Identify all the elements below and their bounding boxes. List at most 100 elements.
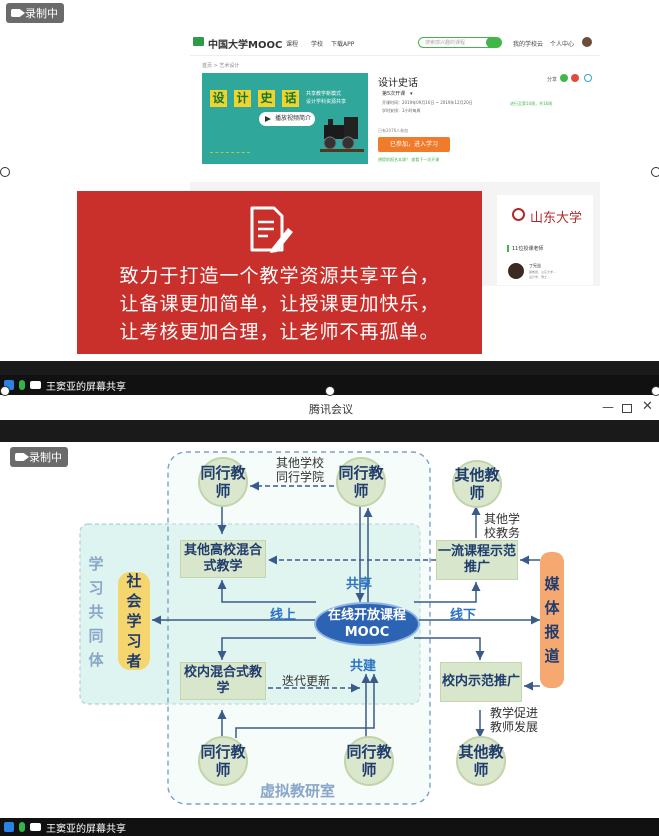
campus-demo-box[interactable]: 校内示范推广 xyxy=(440,662,522,702)
session-select[interactable]: 第5次开课 xyxy=(382,91,406,97)
enter-learning-button[interactable]: 已参加，进入学习 xyxy=(378,137,450,152)
learning-community-region xyxy=(79,523,421,705)
link-personal-center[interactable]: 个人中心 xyxy=(550,41,575,48)
mooc-logo-icon xyxy=(193,37,204,46)
build-label: 共建 xyxy=(350,659,377,674)
other-schools-peers-label: 其他学校 同行学院 xyxy=(275,456,324,484)
minimize-icon[interactable]: — xyxy=(602,400,614,414)
other-teacher-node-bottom[interactable]: 其他教师 xyxy=(456,736,506,786)
peer-teacher-node-bottom-right[interactable]: 同行教师 xyxy=(344,736,394,786)
hero-handwriting xyxy=(210,128,250,153)
peer-teacher-node-top-right[interactable]: 同行教师 xyxy=(336,457,386,507)
play-intro-label: 播放视频简介 xyxy=(275,115,312,122)
hero-tile-3: 史 xyxy=(258,90,275,107)
microphone-icon[interactable] xyxy=(19,380,25,390)
share-weibo-icon[interactable] xyxy=(571,74,579,82)
other-teacher-node-top[interactable]: 其他教师 xyxy=(452,460,502,508)
other-schools-blended-box[interactable]: 其他高校混合式教学 xyxy=(180,540,266,578)
recording-badge-bottom: 录制中 xyxy=(10,447,68,467)
enrolled-count: 已有2076人参加 xyxy=(378,128,409,133)
camera-icon xyxy=(11,9,25,17)
slogan-line-2: 让备课更加简单，让授课更加快乐， xyxy=(119,293,440,315)
camera-icon xyxy=(15,453,29,461)
enter-learning-label: 已参加，进入学习 xyxy=(389,141,438,148)
learning-community-label: 学习共同体 xyxy=(88,555,104,669)
mooc-center-line-1: 在线开放课程 xyxy=(327,608,406,623)
university-seal-icon[interactable] xyxy=(512,208,525,221)
iterative-update-label: 迭代更新 xyxy=(282,674,331,688)
other-schools-affairs-label: 其他学 校教务 xyxy=(483,512,520,540)
teacher-desc-1: 副教授，山东大学... xyxy=(529,270,556,274)
person-icon[interactable] xyxy=(4,380,14,390)
search-button[interactable] xyxy=(486,37,502,48)
top-share-status-label: 王窦亚的屏幕共享 xyxy=(46,381,126,393)
slogan-panel: 致力于打造一个教学资源共享平台， 让备课更加简单，让授课更加快乐， 让考核更加合… xyxy=(77,191,482,354)
bottom-share-status-bar: 王窦亚的屏幕共享 xyxy=(0,818,659,836)
share-wechat-icon[interactable] xyxy=(560,74,568,82)
media-report-box[interactable]: 媒体报道 xyxy=(540,552,564,688)
teaching-promotion-label: 教学促进 教师发展 xyxy=(489,706,538,734)
window-title-bar[interactable]: 腾讯会议 — ✕ xyxy=(0,396,659,420)
close-icon[interactable]: ✕ xyxy=(642,399,653,414)
top-share-status-bar: 王窦亚的屏幕共享 xyxy=(0,375,659,395)
maximize-icon[interactable] xyxy=(622,404,632,413)
hero-tile-4: 话 xyxy=(282,90,299,107)
share-label: 共享 xyxy=(346,577,373,592)
resize-handle-right[interactable] xyxy=(651,167,659,177)
recording-badge-label: 录制中 xyxy=(25,7,58,20)
slogan-line-1: 致力于打造一个教学资源共享平台， xyxy=(119,265,440,287)
teacher-name[interactable]: 丁宪益 xyxy=(529,263,541,268)
train-illustration xyxy=(320,117,364,152)
course-title: 设计史话 xyxy=(378,78,418,89)
play-intro-button[interactable]: 播放视频简介 xyxy=(259,112,315,126)
virtual-office-label: 虚拟教研室 xyxy=(260,782,336,800)
nav-schools[interactable]: 学校 xyxy=(311,41,324,48)
society-learners-box[interactable]: 社会学习者 xyxy=(118,572,150,670)
university-name[interactable]: 山东大学 xyxy=(530,211,583,226)
resize-handle-bottom-right[interactable] xyxy=(651,386,659,396)
avatar[interactable] xyxy=(582,37,592,47)
online-label: 线上 xyxy=(270,608,297,623)
progress-note: 进行至第10周，共16周 xyxy=(510,101,553,106)
nav-download-app[interactable]: 下载APP xyxy=(331,41,355,48)
info-line-1: 开课时间：2019年09月16日 ~ 2019年12月20日 xyxy=(382,100,473,105)
mooc-center-line-2: MOOC xyxy=(344,625,390,640)
university-card: 山东大学 11位授课老师 丁宪益 副教授，山东大学... 设计学，博士... xyxy=(497,195,593,285)
resize-handle-bottom-left[interactable] xyxy=(0,386,10,396)
next-session-link[interactable]: 想提前报名本课？ 查看下一次开课 xyxy=(378,157,440,162)
share-label: 分享 xyxy=(547,77,558,83)
course-hero-image[interactable]: 设 计 史 话 共享教学新模式 设计学科资源共享 播放视频简介 xyxy=(202,73,368,164)
breadcrumb[interactable]: 首页 > 艺术设计 xyxy=(202,63,240,69)
peer-teacher-node-top-left[interactable]: 同行教师 xyxy=(198,457,248,507)
resize-handle-bottom-center[interactable] xyxy=(325,386,335,396)
hero-tile-2: 计 xyxy=(234,90,251,107)
mooc-header: 中国大学MOOC 课程 学校 下载APP 搜索感兴趣的课程 我的学校云 个人中心 xyxy=(190,34,600,52)
screen-share-icon[interactable] xyxy=(30,823,41,831)
link-my-school-cloud[interactable]: 我的学校云 xyxy=(513,41,544,48)
mooc-logo[interactable]: 中国大学MOOC xyxy=(208,40,283,51)
teacher-desc-2: 设计学，博士... xyxy=(529,275,550,279)
screen-share-icon[interactable] xyxy=(30,381,41,389)
microphone-icon[interactable] xyxy=(19,822,25,832)
first-class-course-box[interactable]: 一流课程示范推广 xyxy=(436,540,518,580)
divider-bar xyxy=(507,245,509,252)
mooc-center-node[interactable]: 在线开放课程 MOOC xyxy=(314,602,420,646)
slogan-line-3: 让考核更加合理，让老师不再孤单。 xyxy=(119,321,440,343)
teacher-avatar[interactable] xyxy=(508,263,524,279)
document-pen-icon xyxy=(250,206,293,253)
nav-courses[interactable]: 课程 xyxy=(286,41,299,48)
peer-teacher-node-bottom-left[interactable]: 同行教师 xyxy=(198,736,248,786)
play-icon xyxy=(265,116,271,122)
resize-handle-left[interactable] xyxy=(0,167,10,177)
hero-tagline-1: 共享教学新模式 xyxy=(306,91,342,97)
share-qq-icon[interactable] xyxy=(584,74,592,82)
chevron-down-icon[interactable]: ▾ xyxy=(410,91,413,97)
person-icon[interactable] xyxy=(4,822,14,832)
top-screen-black-band xyxy=(0,361,659,378)
window-title: 腾讯会议 xyxy=(309,403,353,416)
hero-tagline-2: 设计学科资源共享 xyxy=(306,99,347,105)
teachers-label: 11位授课老师 xyxy=(512,246,544,252)
campus-blended-box[interactable]: 校内混合式教学 xyxy=(180,662,266,700)
offline-label: 线下 xyxy=(450,608,477,623)
info-line-2: 学时安排：3小时每周 xyxy=(382,108,421,113)
